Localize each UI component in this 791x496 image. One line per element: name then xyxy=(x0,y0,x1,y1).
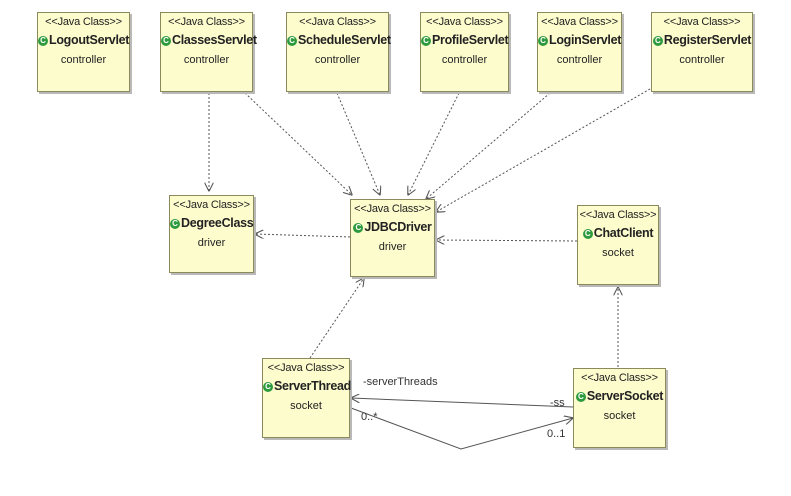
class-icon: C xyxy=(652,36,663,46)
dependency-register-jdbc xyxy=(436,84,658,212)
package-label: controller xyxy=(314,54,361,66)
stereotype-label: <<Java Class>> xyxy=(579,209,657,221)
package-label: controller xyxy=(441,54,488,66)
class-name: JDBCDriver xyxy=(364,220,432,234)
stereotype-label: <<Java Class>> xyxy=(354,203,431,215)
role-label-ss: -ss xyxy=(550,397,565,409)
dependency-schedule-jdbc xyxy=(336,92,380,195)
class-name: DegreeClass xyxy=(181,216,254,230)
stereotype-label: <<Java Class>> xyxy=(299,16,376,28)
class-icon: C xyxy=(575,392,586,402)
class-name: ClassesServlet xyxy=(172,33,257,47)
class-icon: C xyxy=(582,229,593,239)
multiplicity-label-many: 0..* xyxy=(361,411,378,423)
class-name: ServerSocket xyxy=(586,389,664,403)
class-icon: C xyxy=(170,219,180,229)
package-label: driver xyxy=(197,237,226,249)
stereotype-label: <<Java Class>> xyxy=(173,199,250,211)
multiplicity-label-one: 0..1 xyxy=(547,428,566,440)
association-thread-server-bend xyxy=(350,407,573,450)
class-name: RegisterServlet xyxy=(663,33,752,47)
package-label: socket xyxy=(603,410,636,422)
class-icon: C xyxy=(353,223,364,233)
class-name: LoginServlet xyxy=(549,33,622,47)
package-label: controller xyxy=(556,54,603,66)
class-name: LogoutServlet xyxy=(49,33,130,47)
class-icon: C xyxy=(263,382,273,392)
class-icon: C xyxy=(287,36,297,46)
dependency-jdbc-degree xyxy=(255,234,351,237)
package-label: socket xyxy=(290,400,322,412)
class-icon: C xyxy=(421,36,431,46)
class-icon: C xyxy=(38,36,48,46)
dependency-profile-jdbc xyxy=(408,92,460,195)
class-icon: C xyxy=(538,36,548,46)
stereotype-label: <<Java Class>> xyxy=(426,16,503,28)
stereotype-label: <<Java Class>> xyxy=(168,16,245,28)
class-icon: C xyxy=(161,36,171,46)
dependency-classes-jdbc xyxy=(244,92,352,195)
stereotype-label: <<Java Class>> xyxy=(267,362,345,374)
dependency-login-jdbc xyxy=(426,92,551,199)
package-label: controller xyxy=(183,54,230,66)
stereotype-label: <<Java Class>> xyxy=(581,372,658,384)
association-thread-server xyxy=(351,398,574,408)
class-name: ProfileServlet xyxy=(432,33,509,47)
stereotype-label: <<Java Class>> xyxy=(541,16,618,28)
stereotype-label: <<Java Class>> xyxy=(663,16,741,28)
package-label: controller xyxy=(60,54,107,66)
role-label-server-threads: -serverThreads xyxy=(363,376,438,388)
stereotype-label: <<Java Class>> xyxy=(45,16,122,28)
class-name: ScheduleServlet xyxy=(298,33,391,47)
class-name: ServerThread xyxy=(274,379,351,393)
package-label: socket xyxy=(602,247,634,259)
dependency-chat-jdbc xyxy=(436,240,578,241)
package-label: driver xyxy=(378,241,407,253)
package-label: controller xyxy=(679,54,725,66)
class-name: ChatClient xyxy=(593,226,654,240)
dependency-thread-jdbc xyxy=(309,278,364,359)
